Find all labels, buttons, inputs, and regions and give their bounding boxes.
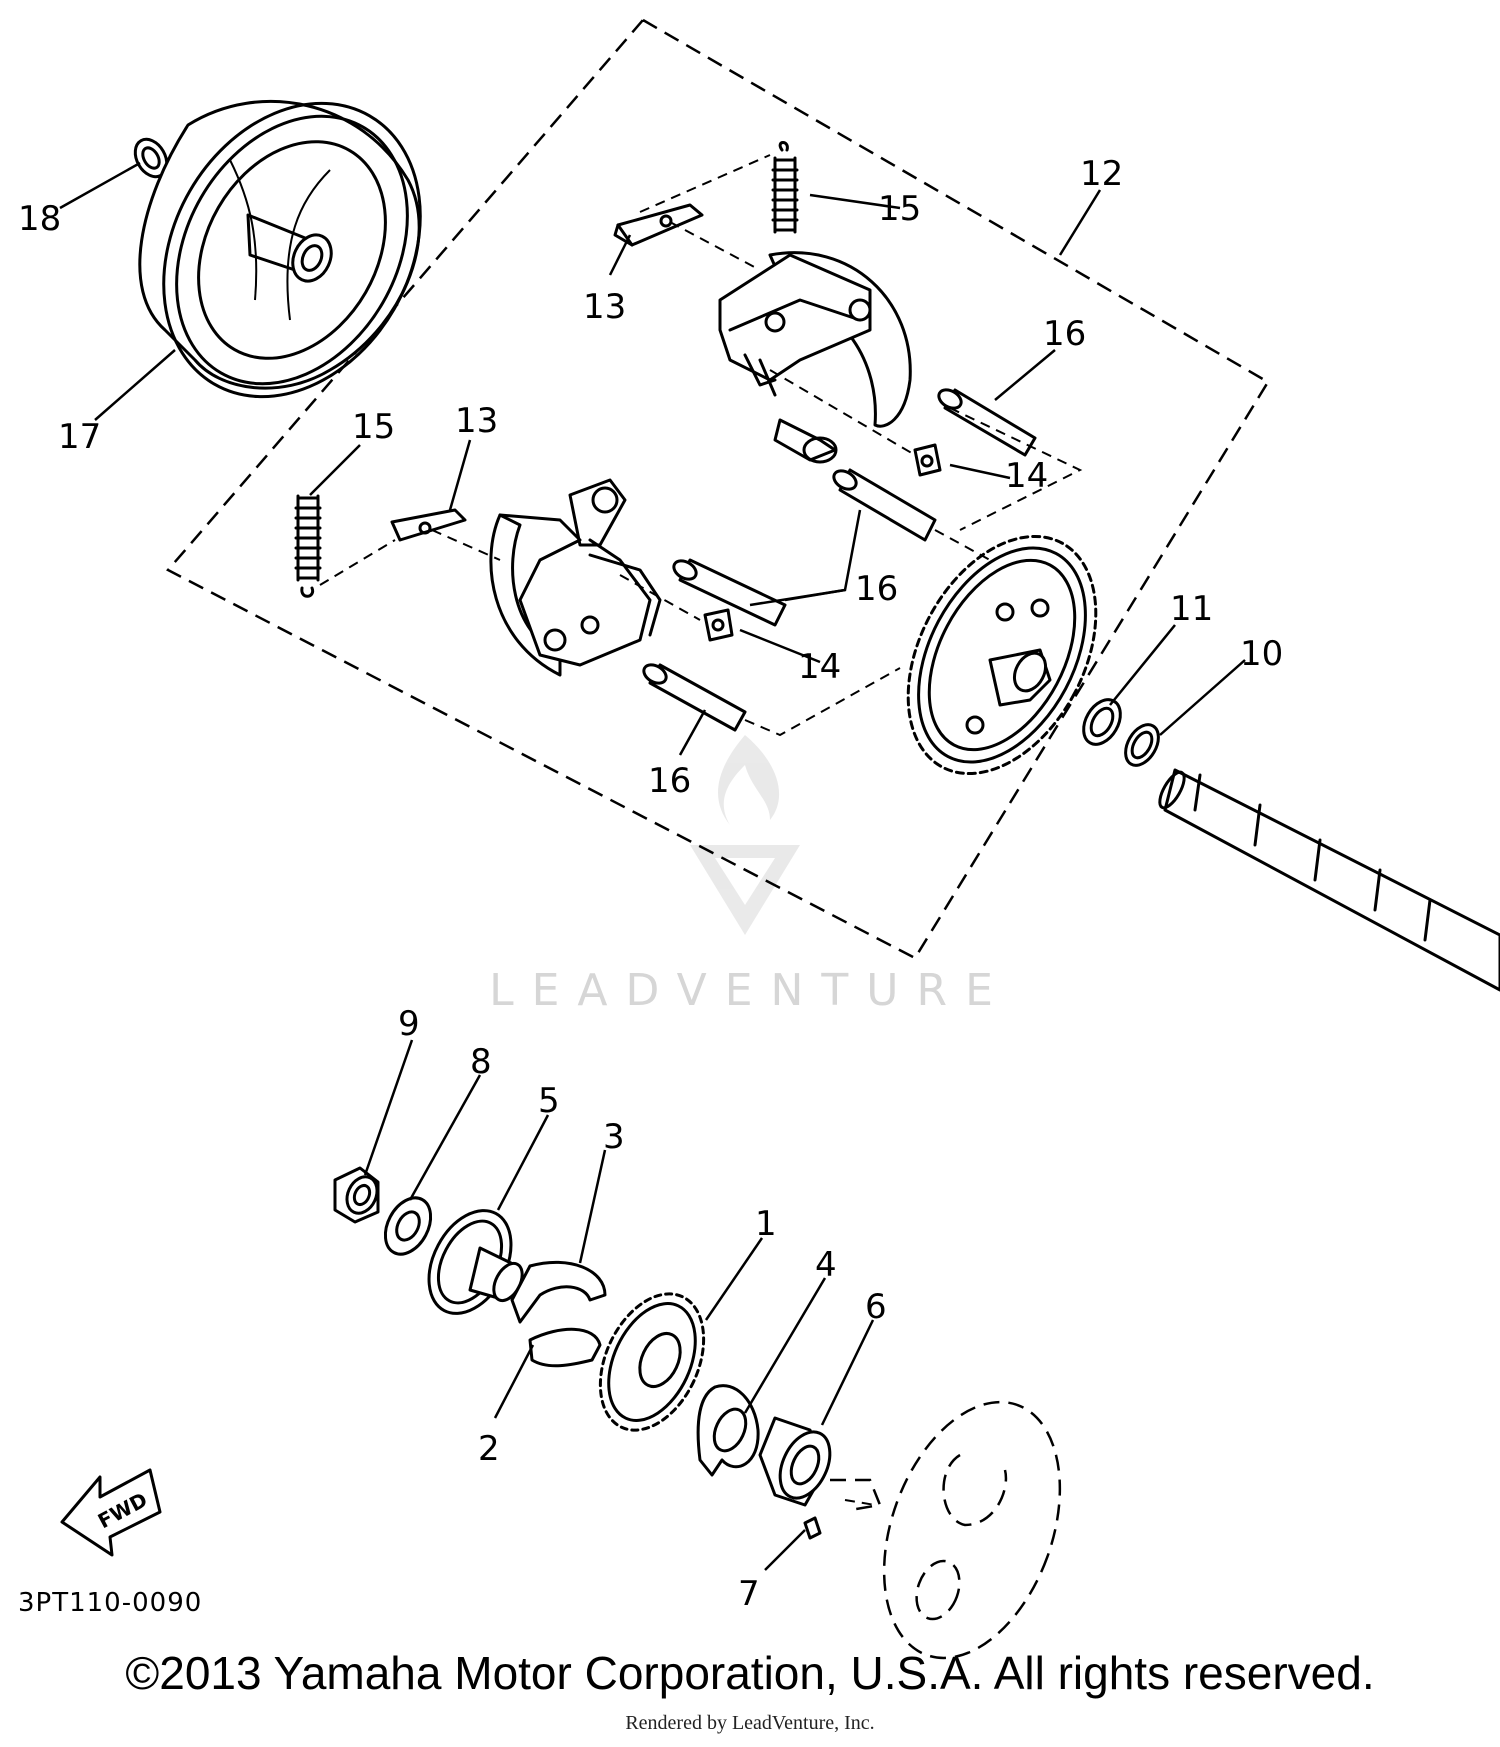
rendered-by-text: Rendered by LeadVenture, Inc. [625,1712,875,1734]
callout-14-upper: 14 [1005,456,1048,496]
callout-10: 10 [1240,634,1283,674]
callout-7: 7 [738,1574,760,1614]
watermark-text: LEADVENTURE [489,965,1011,1016]
callout-17: 17 [58,417,101,457]
clutch-shoe-lower [489,478,662,677]
crankshaft [1158,768,1500,992]
part-1-gear [598,1292,706,1432]
part-17-clutch-housing [138,99,422,399]
callout-11: 11 [1170,589,1213,629]
part-16-pin-upper [937,388,1037,457]
part-6-bearing [758,1416,832,1507]
callout-15-lower: 15 [352,407,395,447]
part-16-pin-lowest [642,663,747,732]
callout-16-upper: 16 [1043,314,1086,354]
callout-1: 1 [755,1204,777,1244]
part-11-washer [1082,698,1122,746]
callout-6: 6 [865,1287,887,1327]
diagram-code: 3PT110-0090 [18,1588,203,1618]
callout-5: 5 [538,1081,560,1121]
part-13-plate-lower [390,508,467,542]
callout-16-middle: 16 [855,569,898,609]
fwd-arrow-icon: FWD [60,1468,162,1557]
watermark-logo [690,735,800,935]
clutch-shoe-upper [718,251,912,464]
callout-12: 12 [1080,154,1123,194]
part-16-pin-lower-middle [672,558,787,627]
part-14-retainer-lower [703,608,734,642]
part-15-spring-lower [294,494,322,598]
part-2-shoe-half [528,1327,602,1368]
callout-15-upper: 15 [878,189,921,229]
callout-2: 2 [478,1429,500,1469]
callout-16-lower: 16 [648,761,691,801]
callout-14-lower: 14 [798,647,841,687]
callout-4: 4 [815,1245,837,1285]
part-5-boss [427,1209,524,1315]
callout-9: 9 [398,1004,420,1044]
primary-driven-gear [906,534,1098,776]
part-16-pin-middle [832,468,937,542]
callout-8: 8 [470,1042,492,1082]
guide-lines [319,154,1083,1506]
callout-labels: 18 17 12 15 13 16 14 15 13 16 14 16 11 1… [18,154,1283,1614]
assembly-boundary [166,18,1270,960]
part-14-retainer-upper [913,443,942,477]
part-15-spring-upper [771,141,799,234]
callout-18: 18 [18,199,61,239]
copyright-text: ©2013 Yamaha Motor Corporation, U.S.A. A… [125,1647,1375,1699]
part-9-nut [333,1166,380,1224]
flywheel-housing [830,1400,1062,1660]
callout-13-lower: 13 [455,401,498,441]
part-10-circlip [1124,723,1160,767]
leader-lines [59,161,1246,1571]
callout-13-upper: 13 [583,287,626,327]
part-7-key [803,1516,822,1540]
part-3-shoe-half [510,1260,607,1324]
part-4-plate [696,1384,760,1477]
part-8-washer [383,1196,433,1256]
callout-3: 3 [603,1117,625,1157]
